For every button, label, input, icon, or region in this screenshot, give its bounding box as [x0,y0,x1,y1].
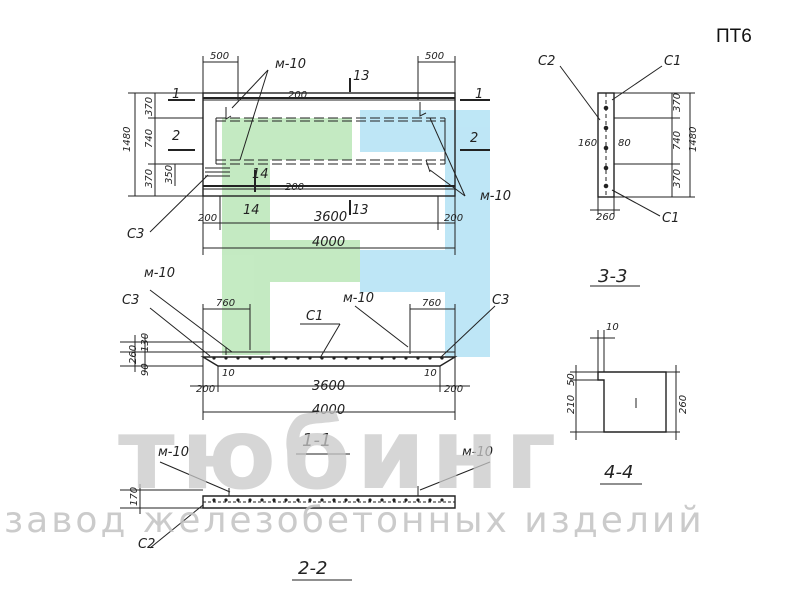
dim-130: 130 [140,333,151,352]
dim-200-edge-right: 200 [444,213,463,224]
label-c2: С2 [538,54,555,69]
rebar-label-13-lower: 13 [352,203,369,218]
rebar-dots-2-2 [212,498,444,502]
loop-label-right: м-10 [480,189,511,204]
label-c1-top: С1 [664,54,681,69]
dim-200-right: 200 [444,384,463,395]
dim-90: 90 [140,363,151,376]
dim-500-right: 500 [425,51,444,62]
label-c1-bottom: С1 [662,211,679,226]
section-3-3-labels: С2 С1 С1 370 740 370 1480 160 80 260 3-3 [538,54,699,287]
section-1-1-labels: м-10 С3 С1 м-10 С3 760 760 260 130 90 10… [122,266,509,451]
section-3-3 [559,65,695,287]
section-title-4-4: 4-4 [604,462,633,483]
watermark-logo [222,110,490,357]
dim-740: 740 [672,131,683,150]
dim-740-row2: 740 [144,129,155,148]
dim-200-left: 200 [196,384,215,395]
rebar-label-14-inner: 14 [252,167,269,182]
label-m10-left: м-10 [144,266,175,281]
watermark-subtitle: завод железобетонных изделий [4,500,705,541]
rebar-label-14-lower: 14 [243,203,260,218]
section-4-4 [570,330,680,485]
section-2-2-labels: м-10 м-10 С2 170 2-2 [129,445,493,579]
rebar-label-13-top: 13 [353,69,370,84]
cut-label-2-left: 2 [172,129,180,144]
watermark-brand: тюбинг [118,398,563,512]
dim-370-row1: 370 [144,97,155,116]
dim-10: 10 [606,322,619,333]
dim-200-edge-left: 200 [198,213,217,224]
cut-label-2-right: 2 [470,131,478,146]
dim-260: 260 [128,345,139,364]
section-1-1 [120,289,496,455]
dim-500-left: 500 [210,51,229,62]
dim-210: 210 [566,395,577,414]
dim-260: 260 [678,395,689,414]
dim-10-left: 10 [222,368,235,379]
label-m10-right: м-10 [343,291,374,306]
dim-4000: 4000 [312,403,345,418]
section-2-2 [120,461,491,581]
label-m10-left: м-10 [158,445,189,460]
dim-170: 170 [129,487,140,506]
dim-3600: 3600 [312,379,345,394]
dim-4000-total: 4000 [312,235,345,250]
loop-label-top: м-10 [275,57,306,72]
dim-50: 50 [566,373,577,386]
dim-80: 80 [618,138,631,149]
cut-label-1-right: 1 [475,87,483,102]
plan-view-labels: 500 500 м-10 13 200 1 1 2 2 14 370 740 3… [122,51,511,250]
rebar-dots-1-1 [212,356,444,360]
c3-label-plan: С3 [127,227,144,242]
label-c3-left: С3 [122,293,139,308]
dim-370-b: 370 [672,169,683,188]
dim-760-right: 760 [422,298,441,309]
product-code: ПТ6 [716,26,752,47]
dim-370-row3: 370 [144,169,155,188]
dim-200-inner-low: 200 [285,182,304,193]
section-title-1-1: 1-1 [302,430,331,451]
dim-1480: 1480 [122,127,133,152]
dim-3600-span: 3600 [314,210,347,225]
dim-200-inner: 200 [288,90,307,101]
dim-160: 160 [578,138,597,149]
dim-760-left: 760 [216,298,235,309]
label-c3-right: С3 [492,293,509,308]
label-c2: С2 [138,537,155,552]
dim-10-right: 10 [424,368,437,379]
label-c1: С1 [306,309,323,324]
cut-label-1-left: 1 [172,87,180,102]
plan-view [128,56,490,255]
dim-260: 260 [596,212,615,223]
dim-1480: 1480 [688,127,699,152]
label-m10-right: м-10 [462,445,493,460]
section-title-2-2: 2-2 [298,558,327,579]
dim-350-inner: 350 [164,165,175,184]
section-title-3-3: 3-3 [598,266,627,287]
section-4-4-labels: 10 50 210 260 4-4 [566,322,689,483]
dim-370-a: 370 [672,93,683,112]
